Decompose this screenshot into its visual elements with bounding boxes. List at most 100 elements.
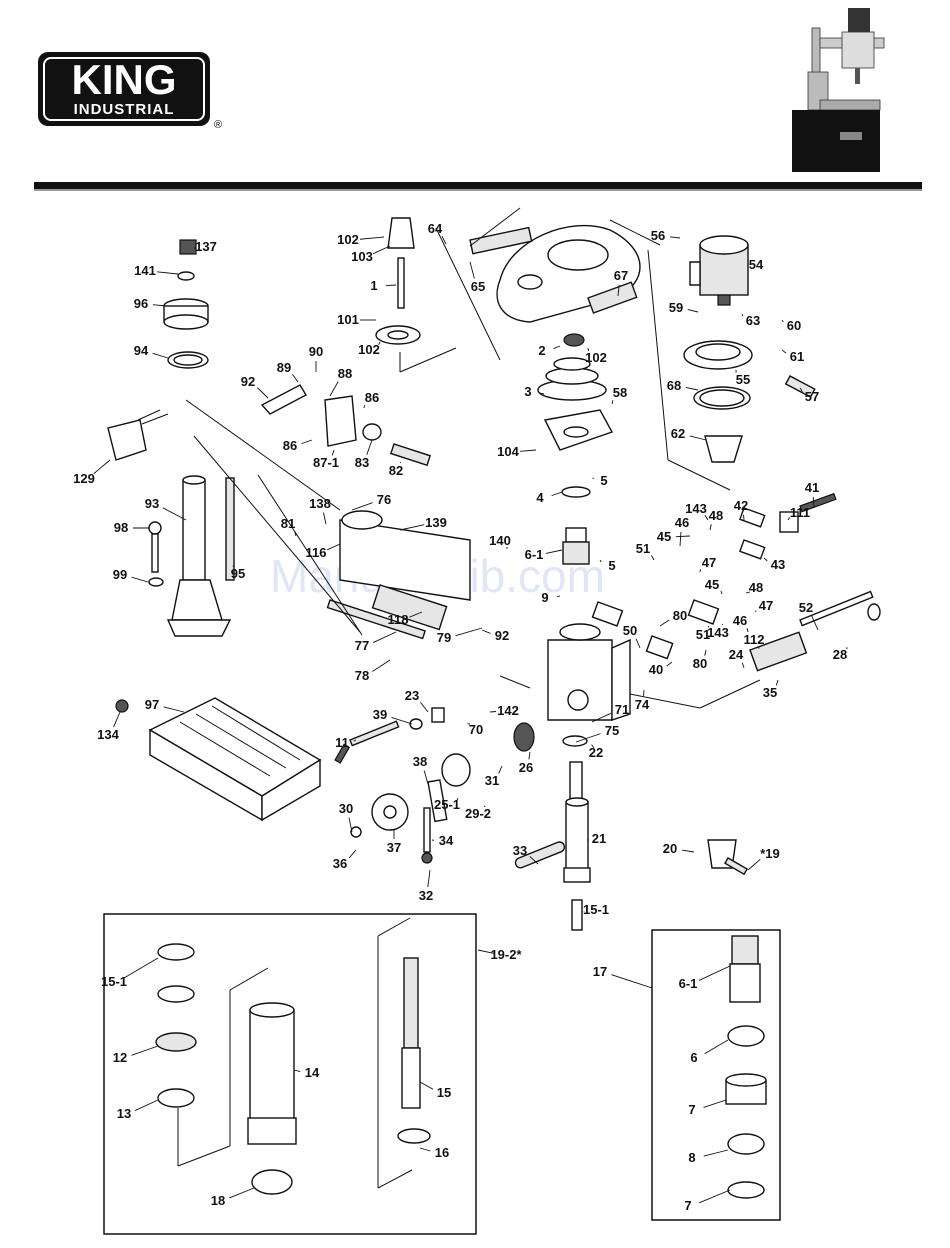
callout-label: 56: [651, 228, 665, 243]
callout-label: 6-1: [679, 976, 698, 991]
callout-label: 104: [497, 444, 519, 459]
leader-line: [131, 1045, 159, 1056]
leader-line: [659, 619, 670, 627]
callout-label: 38: [413, 754, 427, 769]
callout-label: 71: [615, 702, 629, 717]
callout-label: 74: [635, 697, 650, 712]
callout-label: 19-2*: [490, 947, 522, 962]
callout-label: 58: [613, 385, 627, 400]
callout-label: 102: [585, 350, 607, 365]
callout-label: 137: [195, 239, 217, 254]
callout-label: 14: [305, 1065, 320, 1080]
leader-line: [363, 404, 365, 409]
callout-label: 42: [734, 498, 748, 513]
callout-label: 15: [437, 1085, 451, 1100]
leader-lines: [93, 236, 848, 1204]
callout-label: 21: [592, 831, 606, 846]
leader-line: [545, 549, 563, 554]
callout-label: 48: [709, 508, 723, 523]
leader-line: [399, 461, 402, 464]
leader-line: [689, 435, 707, 441]
leader-line: [399, 524, 425, 531]
parts-drawing: [107, 207, 881, 931]
callout-label: 26: [519, 760, 533, 775]
callout-label: 46: [675, 515, 689, 530]
callout-label: 15-1: [101, 974, 127, 989]
leader-line: [391, 717, 413, 725]
leader-line: [787, 517, 791, 521]
leader-line: [703, 1099, 727, 1108]
leader-line: [611, 400, 614, 405]
callout-label: 54: [749, 257, 764, 272]
leader-line: [156, 271, 179, 275]
leader-line: [420, 702, 429, 713]
callout-label: 28: [833, 647, 847, 662]
king-industrial-logo: KING INDUSTRIAL ®: [38, 52, 222, 131]
callout-label: 41: [805, 480, 819, 495]
callout-label: 102: [337, 232, 359, 247]
callout-label: 102: [358, 342, 380, 357]
leader-line: [669, 236, 681, 239]
callout-label: 48: [749, 580, 763, 595]
leader-line: [477, 949, 495, 954]
callout-label: 24: [729, 647, 744, 662]
callout-label: 65: [471, 279, 485, 294]
callout-label: 70: [469, 722, 483, 737]
callout-label: 103: [351, 249, 373, 264]
leader-line: [704, 514, 709, 521]
machine-thumbnail: [792, 8, 885, 172]
callout-label: 68: [667, 378, 681, 393]
spindle-sleeve-inset: [651, 929, 781, 1221]
callout-label: 86: [365, 390, 379, 405]
callout-label: 52: [799, 600, 813, 615]
callout-label: 43: [771, 557, 785, 572]
callout-label: 55: [736, 372, 750, 387]
callout-label: 1: [370, 278, 377, 293]
callout-label: 37: [387, 840, 401, 855]
callout-label: 67: [614, 268, 628, 283]
leader-line: [781, 319, 784, 323]
callout-label: 15-1: [583, 902, 609, 917]
callout-label: 87-1: [313, 455, 339, 470]
callout-label: 97: [145, 697, 159, 712]
callout-label: 17: [593, 964, 607, 979]
callout-label: 50: [623, 623, 637, 638]
leader-line: [385, 284, 397, 287]
leader-line: [456, 797, 459, 801]
leader-line: [353, 739, 357, 742]
leader-line: [124, 957, 159, 979]
callout-label: 6-1: [525, 547, 544, 562]
callout-label: 98: [114, 520, 128, 535]
callout-label: 94: [134, 343, 149, 358]
callout-label: 80: [693, 656, 707, 671]
leader-line: [292, 374, 299, 383]
callout-label: 93: [145, 496, 159, 511]
leader-line: [162, 507, 187, 521]
leader-line: [529, 855, 539, 865]
callout-label: 2: [538, 343, 545, 358]
callout-label: 75: [605, 723, 619, 738]
callout-label: 141: [134, 263, 156, 278]
leader-line: [134, 1099, 159, 1111]
callout-label: 8: [688, 1150, 695, 1165]
leader-line: [163, 706, 185, 713]
leader-line: [556, 595, 561, 598]
callout-label: 22: [589, 745, 603, 760]
leader-line: [679, 531, 682, 547]
callout-label: 83: [355, 455, 369, 470]
leader-line: [812, 496, 815, 509]
leader-line: [721, 623, 724, 626]
leader-line: [481, 629, 491, 634]
inset-drawing: [155, 917, 767, 1199]
callout-label: 92: [495, 628, 509, 643]
callout-label: 77: [355, 638, 369, 653]
leader-line: [704, 1039, 729, 1055]
leader-line: [707, 625, 710, 628]
callout-label: 31: [485, 773, 499, 788]
callout-label: 29-2: [465, 806, 491, 821]
leader-line: [519, 449, 537, 452]
leader-line: [113, 711, 121, 728]
callout-label: 9: [541, 590, 548, 605]
leader-line: [301, 439, 313, 445]
